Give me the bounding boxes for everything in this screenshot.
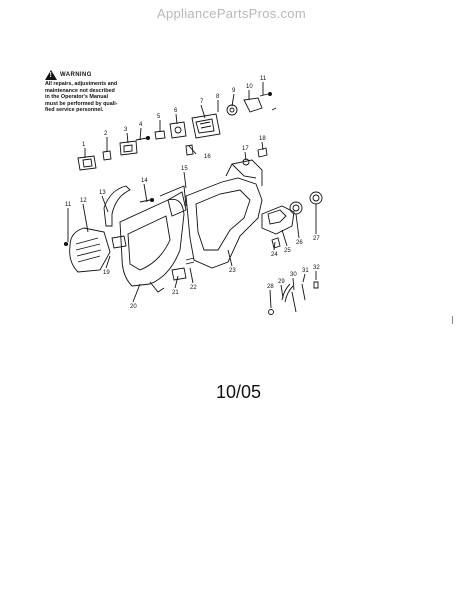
part-label: 13 — [99, 190, 106, 196]
warning-notice: ! WARNING All repairs, adjustments and m… — [45, 70, 127, 114]
part-label: 2 — [104, 131, 108, 137]
part-label: 21 — [172, 290, 179, 296]
part-label: 32 — [313, 265, 320, 271]
site-watermark: AppliancePartsPros.com — [157, 6, 306, 21]
part-label: 27 — [313, 236, 320, 242]
warning-title: WARNING — [60, 71, 92, 78]
part-label: 14 — [141, 178, 148, 184]
part-label: 19 — [103, 270, 110, 276]
part-label: 1 — [82, 142, 86, 148]
part-label: 11 — [260, 76, 267, 82]
part-label: 30 — [290, 272, 297, 278]
part-label: 18 — [259, 136, 266, 142]
part-label: 9 — [232, 88, 236, 94]
warning-icon: ! — [45, 70, 57, 80]
warning-line: All repairs, adjustments and — [45, 81, 118, 87]
part-label: 6 — [174, 108, 178, 114]
part-label: 26 — [296, 240, 303, 246]
part-label: 20 — [130, 304, 137, 310]
part-label: 28 — [267, 284, 274, 290]
part-label: 16 — [204, 154, 211, 160]
part-label: 10 — [246, 84, 253, 90]
part-label: 24 — [271, 252, 278, 258]
part-label: 12 — [80, 198, 87, 204]
part-label: 23 — [229, 268, 236, 274]
part-label: 17 — [242, 146, 249, 152]
part-label: 4 — [139, 122, 143, 128]
part-label: 25 — [284, 248, 291, 254]
part-label: 15 — [181, 166, 188, 172]
warning-line: in the Operator's Manual — [45, 94, 108, 101]
scan-mark — [452, 316, 453, 324]
part-label: 8 — [216, 94, 220, 100]
warning-line: maintenance not described — [45, 87, 115, 94]
part-label: 3 — [124, 127, 128, 133]
part-label: 7 — [200, 99, 204, 105]
date-code: 10/05 — [216, 382, 262, 402]
part-label: 22 — [190, 285, 197, 291]
part-label: 5 — [157, 114, 161, 120]
part-label: 31 — [302, 268, 309, 274]
warning-line: fied service personnel. — [45, 107, 104, 114]
part-label: 29 — [278, 279, 285, 285]
warning-line: must be performed by quali- — [45, 100, 118, 107]
part-label: 11 — [65, 202, 72, 208]
